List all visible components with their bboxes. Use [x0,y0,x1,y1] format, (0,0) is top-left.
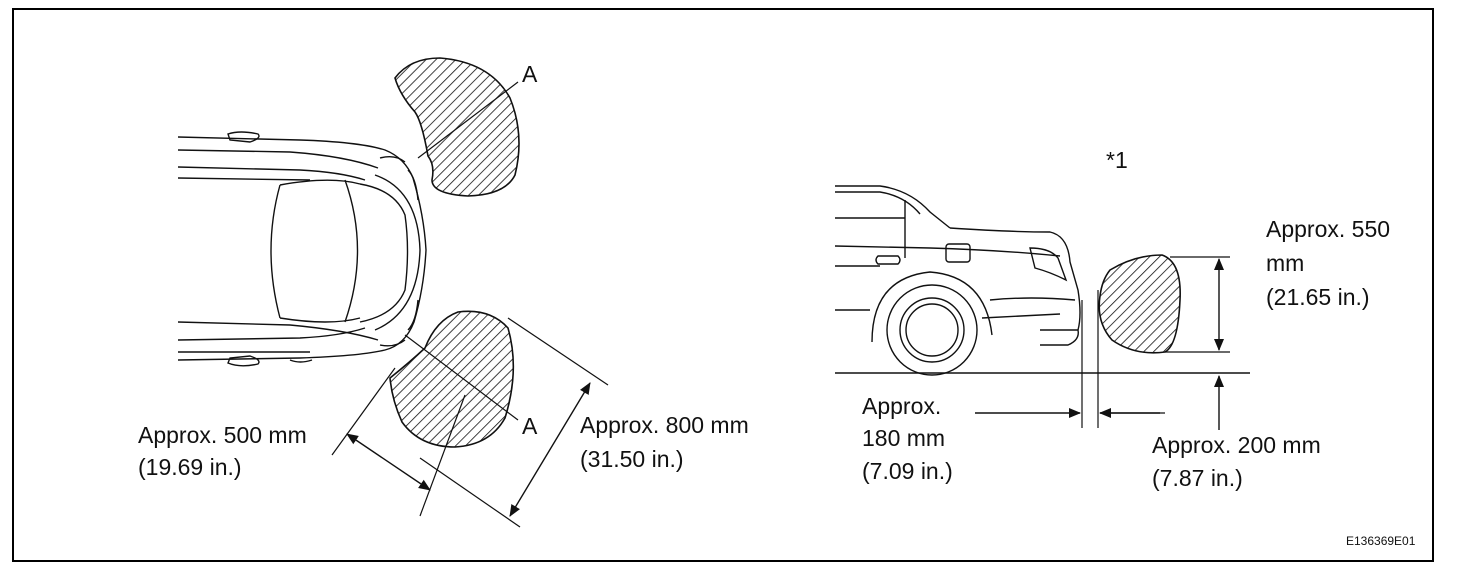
gap-label-line3: (7.09 in.) [862,458,953,484]
upper-detection-zone [394,57,520,197]
top-view-dimension-lines [331,317,609,528]
ground-label-in: (7.87 in.) [1152,465,1243,491]
length-label-mm: Approx. 800 mm [580,412,749,438]
gap-label-line2: 180 mm [862,425,946,451]
zone-label-a-lower: A [522,413,538,439]
width-label-in: (19.69 in.) [138,454,242,480]
length-dimension-arrow [509,382,591,517]
note-marker: *1 [1106,147,1128,173]
zone-label-a-upper: A [522,61,538,87]
lower-detection-zone [389,310,515,448]
figure-code: E136369E01 [1346,534,1416,548]
callout-leader-lower [404,334,519,421]
diagram-frame [12,8,1434,562]
width-label-mm: Approx. 500 mm [138,422,307,448]
side-detection-zone [1098,254,1181,354]
height-label-line3: (21.65 in.) [1266,284,1370,310]
top-view-car [177,131,427,367]
width-dimension-arrow [346,433,431,491]
gap-label-line1: Approx. [862,393,942,419]
length-label-in: (31.50 in.) [580,446,684,472]
height-label-line1: Approx. 550 [1266,216,1391,242]
side-view-car [834,185,1250,376]
callout-leader-upper [417,81,519,159]
ground-label-mm: Approx. 200 mm [1152,432,1321,458]
height-label-line2: mm [1266,250,1305,276]
